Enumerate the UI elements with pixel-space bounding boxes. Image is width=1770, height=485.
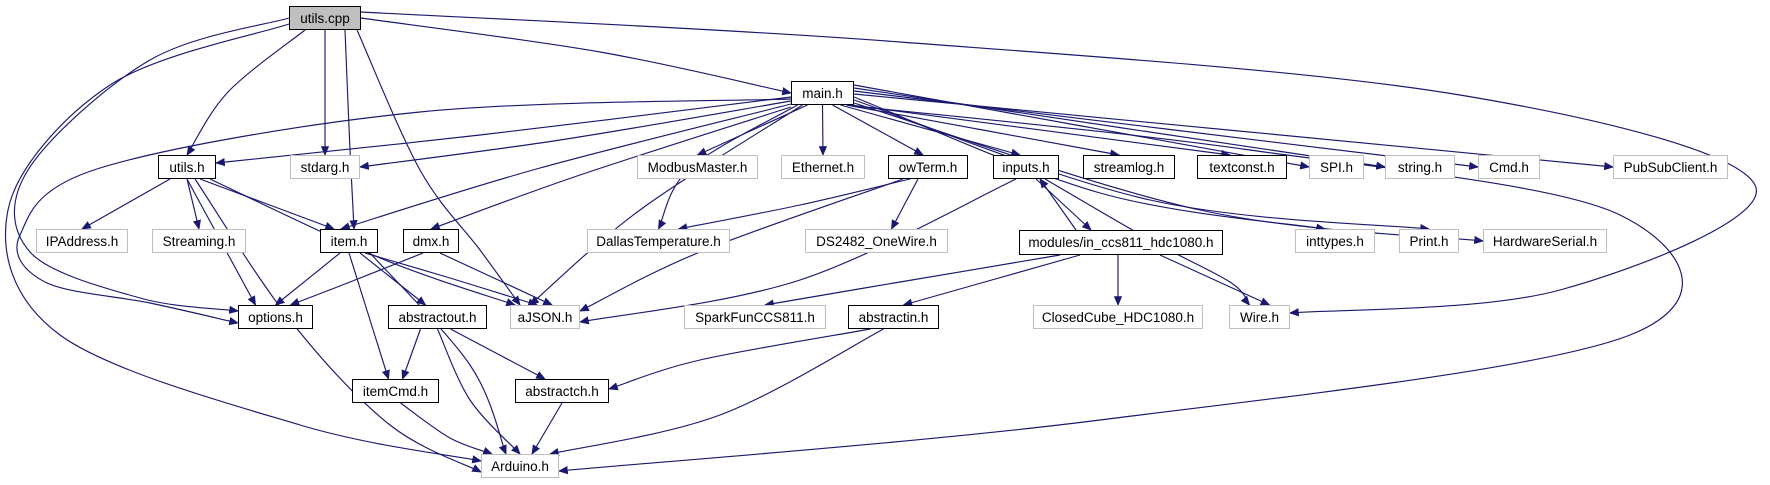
edge-inputs-h-to-ajson-h xyxy=(578,178,1017,325)
node-textconst-h[interactable]: textconst.h xyxy=(1197,155,1287,179)
edge-main-h-to-modbusmaster-h xyxy=(696,104,808,156)
node-print-h[interactable]: Print.h xyxy=(1399,229,1459,253)
node-inputs-h[interactable]: inputs.h xyxy=(993,155,1059,179)
edge-abstractin-h-to-arduino-h xyxy=(548,328,884,457)
node-arduino-h[interactable]: Arduino.h xyxy=(481,454,559,478)
node-ds2482-onewire-h[interactable]: DS2482_OneWire.h xyxy=(805,229,948,253)
edge-utils-cpp-to-item-h xyxy=(344,29,358,231)
edge-utils-h-to-ajson-h xyxy=(209,178,516,307)
node-owterm-h[interactable]: owTerm.h xyxy=(888,155,968,179)
node-abstractin-h[interactable]: abstractin.h xyxy=(848,305,939,329)
node-string-h[interactable]: string.h xyxy=(1385,155,1455,179)
node-ipaddress-h[interactable]: IPAddress.h xyxy=(36,229,128,253)
edge-main-h-to-stdarg-h xyxy=(358,100,792,170)
node-sparkfunccs811-h[interactable]: SparkFunCCS811.h xyxy=(684,305,826,329)
node-utils-cpp[interactable]: utils.cpp xyxy=(289,6,361,30)
node-itemcmd-h[interactable]: itemCmd.h xyxy=(352,379,439,403)
edge-modules-in-ccs811-hdc1080-h-to-abstractin-h xyxy=(902,254,1081,307)
edge-main-h-to-ethernet-h xyxy=(818,104,828,157)
edge-item-h-to-ajson-h xyxy=(364,252,538,307)
edge-main-h-to-dmx-h xyxy=(430,106,792,230)
edge-dmx-h-to-options-h xyxy=(289,252,424,306)
node-utils-h[interactable]: utils.h xyxy=(158,155,216,179)
node-streamlog-h[interactable]: streamlog.h xyxy=(1083,155,1175,179)
node-dallastemperature-h[interactable]: DallasTemperature.h xyxy=(587,229,730,253)
edge-abstractch-h-to-arduino-h xyxy=(531,402,563,455)
edge-main-h-to-arduino-h xyxy=(557,105,1683,475)
edge-utils-cpp-to-utils-h xyxy=(186,29,306,156)
edge-main-h-to-options-h xyxy=(16,98,792,326)
node-options-h[interactable]: options.h xyxy=(238,305,313,329)
edge-dmx-h-to-ajson-h xyxy=(439,252,553,306)
node-modbusmaster-h[interactable]: ModbusMaster.h xyxy=(637,155,758,179)
edge-main-h-to-ajson-h xyxy=(529,104,803,306)
edge-owterm-h-to-dallastemperature-h xyxy=(677,178,911,232)
node-abstractout-h[interactable]: abstractout.h xyxy=(388,305,487,329)
edge-item-h-to-arduino-h xyxy=(369,252,507,455)
edge-modules-in-ccs811-hdc1080-h-to-inputs-h xyxy=(1039,178,1077,231)
edge-item-h-to-abstractout-h xyxy=(359,252,427,306)
edge-utils-cpp-to-options-h xyxy=(13,17,290,314)
node-abstractch-h[interactable]: abstractch.h xyxy=(515,379,609,403)
edge-abstractin-h-to-abstractch-h xyxy=(608,328,871,391)
edge-item-h-to-itemcmd-h xyxy=(348,252,390,380)
edge-main-h-to-owterm-h xyxy=(832,104,924,156)
node-hardwareserial-h[interactable]: HardwareSerial.h xyxy=(1483,229,1607,253)
edge-main-h-to-item-h xyxy=(340,103,792,231)
edge-main-h-to-utils-h xyxy=(214,96,792,167)
node-modules-in-ccs811-hdc1080-h[interactable]: modules/in_ccs811_hdc1080.h xyxy=(1019,230,1223,255)
edge-abstractout-h-to-abstractch-h xyxy=(450,328,546,380)
edge-utils-cpp-to-wire-h xyxy=(360,11,1757,317)
node-pubsubclient-h[interactable]: PubSubClient.h xyxy=(1613,155,1728,179)
edge-abstractout-h-to-itemcmd-h xyxy=(401,328,422,380)
edge-utils-cpp-to-arduino-h xyxy=(5,23,483,464)
edge-owterm-h-to-ds2482-onewire-h xyxy=(890,178,919,230)
edge-utils-h-to-streaming-h xyxy=(186,178,201,231)
edge-modules-in-ccs811-hdc1080-h-to-sparkfunccs811-h xyxy=(763,254,1061,308)
node-dmx-h[interactable]: dmx.h xyxy=(403,229,459,253)
node-ajson-h[interactable]: aJSON.h xyxy=(510,305,580,329)
edge-abstractout-h-to-arduino-h xyxy=(436,328,521,455)
node-cmd-h[interactable]: Cmd.h xyxy=(1478,155,1540,179)
edge-utils-h-to-ipaddress-h xyxy=(81,178,171,230)
node-stdarg-h[interactable]: stdarg.h xyxy=(290,155,360,179)
edge-inputs-h-to-modules-in-ccs811-hdc1080-h xyxy=(1035,178,1092,231)
node-inttypes-h[interactable]: inttypes.h xyxy=(1295,229,1375,253)
edge-utils-cpp-to-main-h xyxy=(360,17,793,96)
node-wire-h[interactable]: Wire.h xyxy=(1229,305,1290,329)
edge-utils-h-to-item-h xyxy=(199,178,335,230)
node-item-h[interactable]: item.h xyxy=(320,229,378,253)
edge-main-h-to-streamlog-h xyxy=(846,104,1121,158)
node-closedcube-hdc1080-h[interactable]: ClosedCube_HDC1080.h xyxy=(1033,305,1203,329)
edge-itemcmd-h-to-arduino-h xyxy=(400,402,493,455)
node-streaming-h[interactable]: Streaming.h xyxy=(152,229,246,253)
edge-item-h-to-options-h xyxy=(274,252,341,306)
node-spi-h[interactable]: SPI.h xyxy=(1309,155,1364,179)
edge-main-h-to-inputs-h xyxy=(840,104,1021,157)
node-main-h[interactable]: main.h xyxy=(791,81,854,105)
node-ethernet-h[interactable]: Ethernet.h xyxy=(781,155,865,179)
edge-utils-cpp-to-ajson-h xyxy=(356,29,521,306)
edge-modules-in-ccs811-hdc1080-h-to-wire-h xyxy=(1159,254,1271,306)
